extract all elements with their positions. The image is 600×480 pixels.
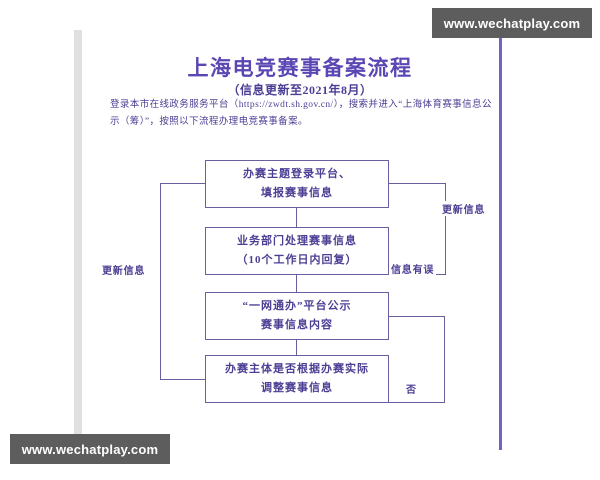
edge-label-update-info-right: 更新信息 <box>440 201 488 216</box>
connector-left-loop-into-node1 <box>160 183 205 185</box>
connector-node2-to-node3 <box>296 275 298 292</box>
flow-node-public-announcement-line2: 赛事信息内容 <box>261 319 333 331</box>
flow-node-adjust-information-line1: 办赛主体是否根据办赛实际 <box>225 363 369 375</box>
flow-node-department-processing-line2: （10个工作日内回复） <box>236 254 358 266</box>
left-rail-decoration <box>74 30 82 442</box>
edge-label-info-error: 信息有误 <box>389 261 437 276</box>
flow-node-adjust-information: 办赛主体是否根据办赛实际 调整赛事信息 <box>205 355 389 403</box>
watermark-top: www.wechatplay.com <box>432 8 592 38</box>
edge-label-update-info-left: 更新信息 <box>100 262 148 277</box>
connector-node4-left-out <box>160 379 205 381</box>
right-rail-decoration <box>499 38 502 450</box>
connector-right-loop-into-node1 <box>389 183 446 185</box>
page-title: 上海电竞赛事备案流程 <box>187 56 413 80</box>
connector-bottom-right-loop-vertical <box>444 316 446 403</box>
connector-node3-to-node4 <box>296 340 298 355</box>
page-description: 登录本市在线政务服务平台（https://zwdt.sh.gov.cn/），搜索… <box>110 100 492 127</box>
flow-node-public-announcement-line1: “一网通办”平台公示 <box>242 300 352 312</box>
edge-label-no-branch: 否 <box>404 381 419 396</box>
flow-node-adjust-information-line2: 调整赛事信息 <box>261 382 333 394</box>
flow-node-register-platform-line2: 填报赛事信息 <box>261 187 333 199</box>
flow-node-department-processing-line1: 业务部门处理赛事信息 <box>237 235 357 247</box>
page-subtitle: （信息更新至2021年8月） <box>227 83 373 97</box>
flow-node-department-processing: 业务部门处理赛事信息 （10个工作日内回复） <box>205 227 389 275</box>
connector-node4-right-out <box>389 402 445 404</box>
connector-left-loop-vertical <box>160 183 162 380</box>
watermark-bottom: www.wechatplay.com <box>10 434 170 464</box>
connector-node1-to-node2 <box>296 208 298 227</box>
connector-right-loop-vertical <box>445 183 447 275</box>
connector-bottom-right-loop-into-node3 <box>389 316 445 318</box>
flow-node-public-announcement: “一网通办”平台公示 赛事信息内容 <box>205 292 389 340</box>
flow-node-register-platform: 办赛主题登录平台、 填报赛事信息 <box>205 160 389 208</box>
flow-node-register-platform-line1: 办赛主题登录平台、 <box>243 168 351 180</box>
